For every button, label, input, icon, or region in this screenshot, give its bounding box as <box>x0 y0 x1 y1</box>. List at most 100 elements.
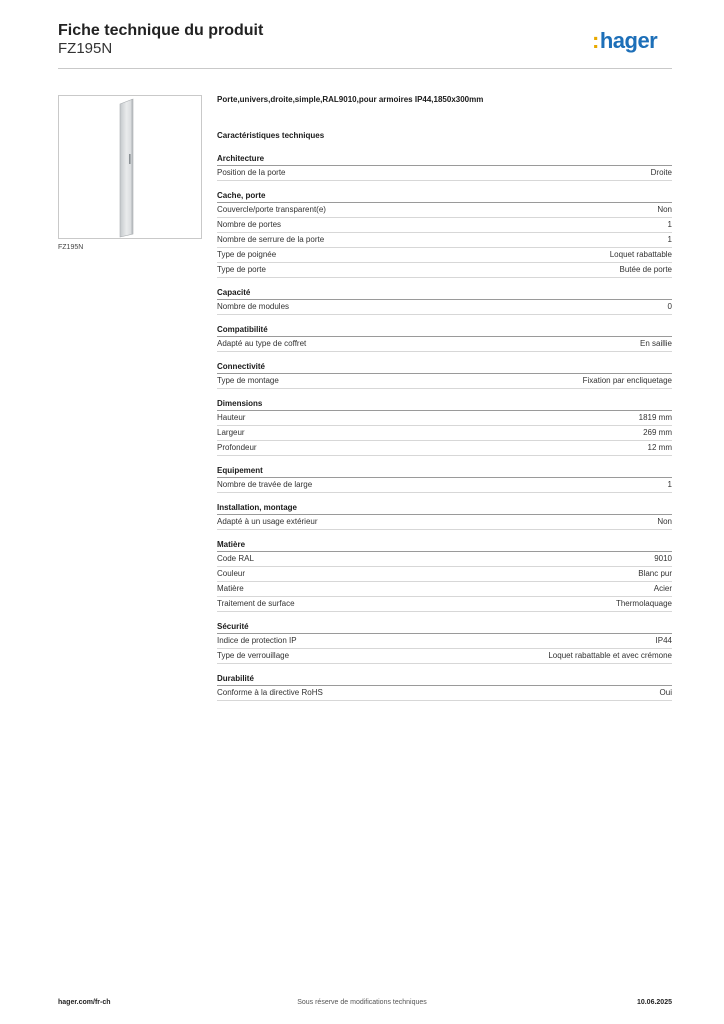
spec-label: Type de montage <box>217 376 279 385</box>
spec-row: Position de la porte Droite <box>217 166 672 181</box>
spec-label: Matière <box>217 584 244 593</box>
spec-row: Type de montage Fixation par encliquetage <box>217 374 672 389</box>
spec-value: 9010 <box>654 554 672 563</box>
spec-value: 1 <box>667 480 672 489</box>
header-divider <box>58 68 672 69</box>
section-title: Dimensions <box>217 398 672 411</box>
spec-row: Largeur 269 mm <box>217 426 672 441</box>
spec-row: Adapté à un usage extérieur Non <box>217 515 672 530</box>
spec-row: Nombre de portes 1 <box>217 218 672 233</box>
spec-value: 269 mm <box>643 428 672 437</box>
spec-value: Butée de porte <box>619 265 672 274</box>
spec-label: Position de la porte <box>217 168 286 177</box>
spec-label: Traitement de surface <box>217 599 295 608</box>
footer-website: hager.com/fr-ch <box>58 999 111 1006</box>
spec-value: Blanc pur <box>638 569 672 578</box>
section-title: Matière <box>217 539 672 552</box>
spec-label: Nombre de serrure de la porte <box>217 235 325 244</box>
section-title: Compatibilité <box>217 324 672 337</box>
section-title: Capacité <box>217 287 672 300</box>
section-title: Sécurité <box>217 621 672 634</box>
spec-label: Type de porte <box>217 265 266 274</box>
image-caption: FZ195N <box>58 244 84 251</box>
spec-label: Type de poignée <box>217 250 277 259</box>
spec-label: Couvercle/porte transparent(e) <box>217 205 326 214</box>
product-content: Porte,univers,droite,simple,RAL9010,pour… <box>217 95 672 710</box>
product-description: Porte,univers,droite,simple,RAL9010,pour… <box>217 95 484 104</box>
spec-value: Loquet rabattable <box>609 250 672 259</box>
spec-row: Type de verrouillage Loquet rabattable et… <box>217 649 672 664</box>
spec-label: Nombre de travée de large <box>217 480 313 489</box>
spec-label: Conforme à la directive RoHS <box>217 688 323 697</box>
tech-characteristics-title: Caractéristiques techniques <box>217 131 325 140</box>
spec-value: 0 <box>667 302 672 311</box>
spec-label: Code RAL <box>217 554 254 563</box>
spec-row: Matière Acier <box>217 582 672 597</box>
spec-value: Oui <box>659 688 672 697</box>
section-title: Durabilité <box>217 673 672 686</box>
spec-row: Code RAL 9010 <box>217 552 672 567</box>
spec-label: Hauteur <box>217 413 246 422</box>
spec-label: Nombre de portes <box>217 220 282 229</box>
spec-value: 1 <box>667 220 672 229</box>
spec-label: Nombre de modules <box>217 302 290 311</box>
product-reference: FZ195N <box>58 40 113 57</box>
hager-logo: :hager <box>592 28 658 54</box>
spec-value: Droite <box>650 168 672 177</box>
page-title: Fiche technique du produit <box>58 22 264 39</box>
footer-disclaimer: Sous réserve de modifications techniques <box>297 999 427 1006</box>
spec-value: Non <box>657 205 672 214</box>
section-title: Connectivité <box>217 361 672 374</box>
section-title: Architecture <box>217 153 672 166</box>
spec-row: Type de poignée Loquet rabattable <box>217 248 672 263</box>
spec-value: Fixation par encliquetage <box>582 376 672 385</box>
spec-row: Profondeur 12 mm <box>217 441 672 456</box>
spec-label: Indice de protection IP <box>217 636 297 645</box>
spec-label: Profondeur <box>217 443 257 452</box>
spec-label: Type de verrouillage <box>217 651 290 660</box>
door-panel-icon <box>119 98 134 238</box>
spec-value: Thermolaquage <box>615 599 672 608</box>
spec-value: Acier <box>653 584 672 593</box>
spec-label: Adapté à un usage extérieur <box>217 517 318 526</box>
section-title: Cache, porte <box>217 190 672 203</box>
logo-prefix: : <box>592 28 599 53</box>
spec-value: IP44 <box>655 636 672 645</box>
product-image <box>58 95 202 239</box>
footer-date: 10.06.2025 <box>636 999 672 1006</box>
spec-row: Nombre de modules 0 <box>217 300 672 315</box>
spec-label: Adapté au type de coffret <box>217 339 307 348</box>
logo-text: hager <box>599 28 658 53</box>
spec-row: Nombre de travée de large 1 <box>217 478 672 493</box>
spec-value: Non <box>657 517 672 526</box>
spec-row: Traitement de surface Thermolaquage <box>217 597 672 612</box>
spec-row: Hauteur 1819 mm <box>217 411 672 426</box>
spec-row: Conforme à la directive RoHS Oui <box>217 686 672 701</box>
spec-value: En saillie <box>639 339 672 348</box>
spec-row: Adapté au type de coffret En saillie <box>217 337 672 352</box>
spec-row: Type de porte Butée de porte <box>217 263 672 278</box>
spec-row: Indice de protection IP IP44 <box>217 634 672 649</box>
spec-value: Loquet rabattable et avec crémone <box>548 651 672 660</box>
section-title: Equipement <box>217 465 672 478</box>
spec-value: 1819 mm <box>638 413 672 422</box>
spec-value: 1 <box>667 235 672 244</box>
spec-row: Couvercle/porte transparent(e) Non <box>217 203 672 218</box>
spec-row: Nombre de serrure de la porte 1 <box>217 233 672 248</box>
section-title: Installation, montage <box>217 502 672 515</box>
spec-value: 12 mm <box>647 443 672 452</box>
spec-label: Largeur <box>217 428 245 437</box>
